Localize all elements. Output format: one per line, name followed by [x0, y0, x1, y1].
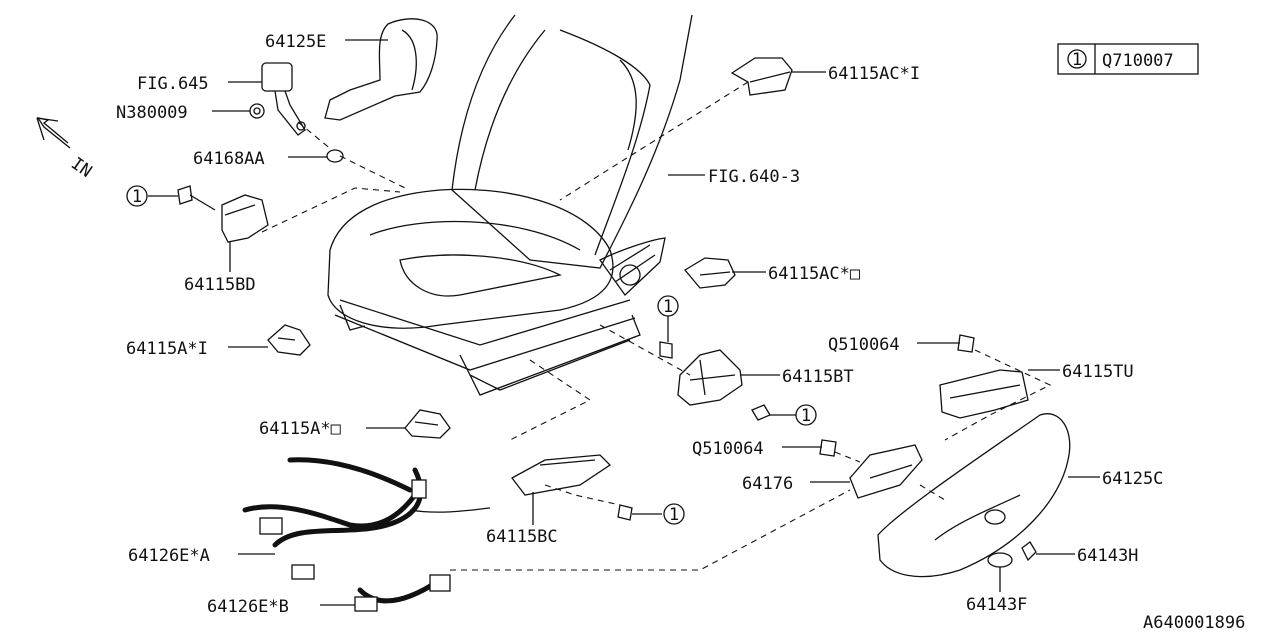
label-64115bc: 64115BC — [486, 527, 558, 547]
bolt-icon — [957, 334, 975, 353]
leader-lines — [148, 39, 1100, 606]
svg-text:1: 1 — [663, 297, 673, 317]
clip-64115ai — [267, 324, 311, 356]
label-fig640-3: FIG.640-3 — [708, 167, 800, 187]
label-64115aci: 64115AC*I — [828, 64, 920, 84]
label-64115bd: 64115BD — [184, 275, 256, 295]
bolt-icon — [659, 341, 673, 359]
label-64115bt: 64115BT — [782, 367, 854, 387]
bracket-64115tu — [939, 369, 1029, 419]
bolt-icon — [819, 439, 837, 457]
svg-text:1: 1 — [669, 505, 679, 525]
direction-arrow-icon: IN — [36, 117, 95, 182]
label-64168aa: 64168AA — [193, 149, 265, 169]
cover-64115aci — [730, 57, 793, 96]
cover-64115acii — [684, 257, 736, 289]
cover-64115bd — [221, 194, 269, 243]
clip-64115aii — [404, 409, 451, 439]
svg-text:1: 1 — [132, 187, 142, 207]
label-fig645: FIG.645 — [137, 74, 209, 94]
label-64126eb: 64126E*B — [207, 597, 289, 617]
svg-text:1: 1 — [801, 406, 811, 426]
legend-code: Q710007 — [1102, 51, 1174, 71]
ref-marker: 1 — [663, 503, 685, 525]
label-64176: 64176 — [742, 474, 793, 494]
cover-64115bt — [677, 349, 743, 406]
knob-64143f-icon — [987, 552, 1013, 568]
ref-marker: 1 — [126, 185, 148, 207]
cover-64115bc — [511, 454, 612, 496]
label-64115aii: 64115A*□ — [259, 419, 342, 439]
seat-frame — [334, 237, 666, 396]
knob-64143h-icon — [1021, 541, 1037, 562]
belt-anchor — [261, 62, 306, 136]
legend-marker: 1 — [1072, 50, 1082, 70]
direction-label: IN — [67, 154, 95, 182]
label-64115ai: 64115A*I — [126, 339, 208, 359]
bolt-icon — [177, 185, 216, 211]
nut-n380009-icon — [249, 103, 265, 119]
label-n380009: N380009 — [116, 103, 188, 123]
label-64115tu: 64115TU — [1062, 362, 1134, 382]
ref-marker: 1 — [795, 404, 817, 426]
side-cover-64125c — [877, 413, 1071, 578]
label-64125c: 64125C — [1102, 469, 1163, 489]
bolt-icon — [751, 404, 771, 421]
label-64143f: 64143F — [966, 595, 1027, 615]
headrest — [324, 18, 438, 121]
label-q510064-lower: Q510064 — [692, 439, 764, 459]
label-q510064-upper: Q510064 — [828, 335, 900, 355]
label-64125e: 64125E — [265, 32, 326, 52]
label-64126ea: 64126E*A — [128, 546, 210, 566]
diagram-id: A640001896 — [1143, 613, 1245, 633]
label-64143h: 64143H — [1077, 546, 1138, 566]
legend-box: 1 Q710007 — [1057, 43, 1199, 75]
washer-64168aa-icon — [326, 149, 344, 163]
ref-marker: 1 — [657, 295, 679, 317]
seat-cushion — [327, 188, 614, 329]
bolt-icon — [617, 504, 633, 521]
wire-harness — [242, 457, 491, 612]
switch-64176 — [849, 444, 923, 499]
label-64115acii: 64115AC*□ — [768, 264, 861, 284]
seat-back — [451, 14, 693, 269]
